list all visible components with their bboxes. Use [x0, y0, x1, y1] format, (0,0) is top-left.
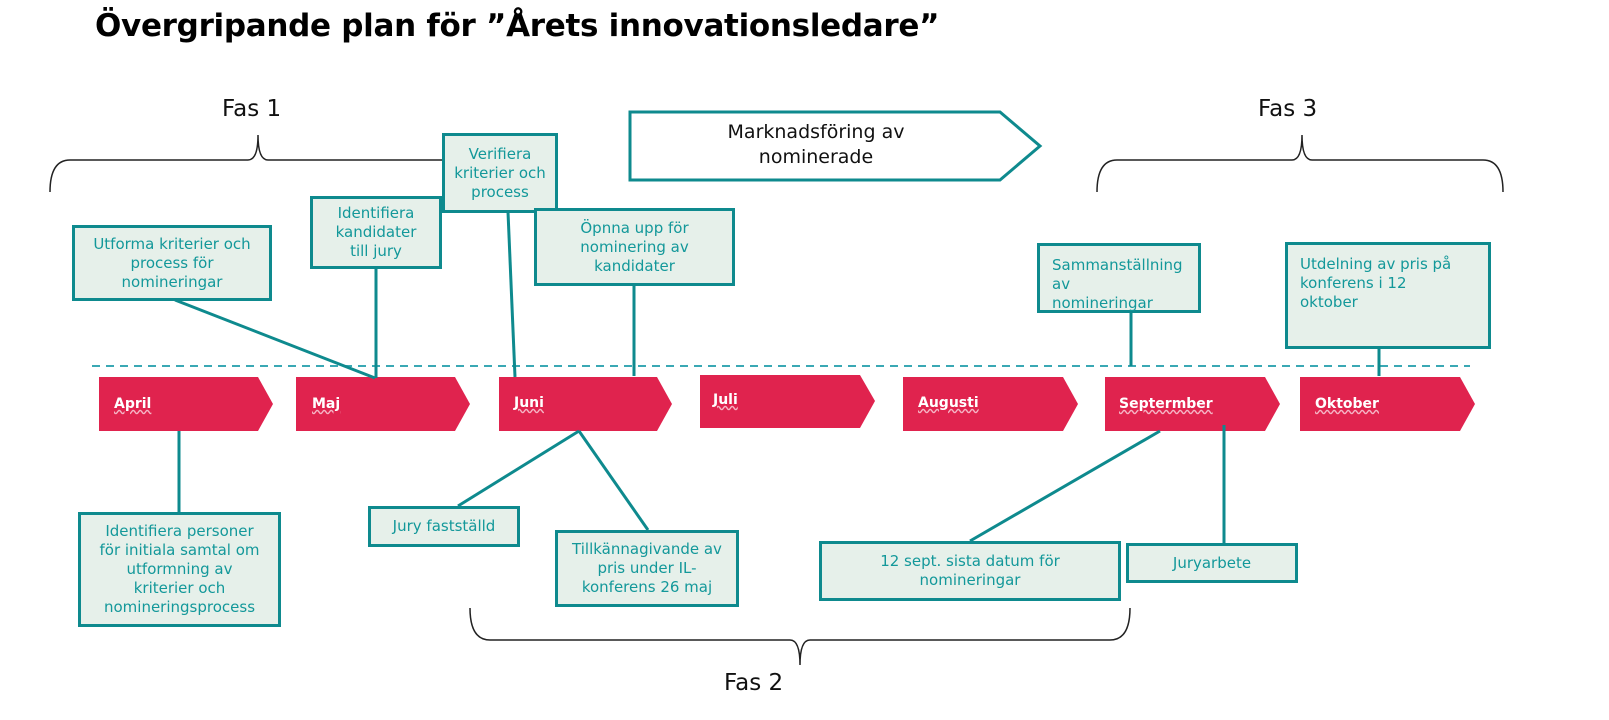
fas3-bracket — [1096, 134, 1504, 193]
month-arrow-oktober — [1300, 377, 1475, 431]
box-jury-faststalld: Jury fastställd — [368, 506, 520, 547]
box-utdelning-pris: Utdelning av pris på konferens i 12 okto… — [1285, 242, 1491, 349]
fas1-bracket — [49, 134, 445, 193]
month-label-juli: Juli — [713, 392, 738, 408]
box-identifiera-personer: Identifiera personer för initiala samtal… — [78, 512, 281, 627]
box-verifiera-kriterier: Verifiera kriterier och process — [442, 133, 558, 213]
phase-label-fas3: Fas 3 — [1258, 96, 1318, 122]
connector — [506, 211, 517, 378]
month-arrow-april — [99, 377, 273, 431]
box-utforma-kriterier: Utforma kriterier och process för nomine… — [72, 225, 272, 301]
month-label-augusti: Augusti — [918, 395, 979, 411]
month-label-juni: Juni — [514, 395, 544, 411]
phase-label-fas1: Fas 1 — [222, 96, 282, 122]
box-sammanstallning: Sammanställning av nomineringar — [1037, 243, 1201, 313]
month-label-april: April — [114, 396, 152, 412]
month-arrow-september — [1105, 377, 1280, 431]
box-identifiera-kandidater: Identifiera kandidater till jury — [310, 196, 442, 269]
marketing-label: Marknadsföring av nominerade — [727, 121, 905, 168]
connector — [969, 429, 1161, 543]
month-arrow-juli — [700, 375, 875, 428]
box-sista-datum: 12 sept. sista datum för nomineringar — [819, 541, 1121, 601]
month-arrow-maj — [296, 377, 470, 431]
month-label-maj: Maj — [312, 396, 341, 412]
box-tillkannagivande: Tillkännagivande av pris under IL- konfe… — [555, 530, 739, 607]
connector — [457, 429, 580, 508]
marketing-arrow — [628, 110, 1043, 182]
month-label-september: Septermber — [1119, 396, 1213, 412]
fas2-bracket — [469, 607, 1131, 666]
page-title: Övergripande plan för ”Årets innovations… — [95, 8, 940, 44]
month-label-oktober: Oktober — [1315, 396, 1379, 412]
connector — [577, 430, 650, 531]
phase-label-fas2: Fas 2 — [724, 670, 784, 696]
connector — [174, 298, 376, 380]
box-oppna-nominering: Öpnna upp för nominering av kandidater — [534, 208, 735, 286]
box-juryarbete: Juryarbete — [1126, 543, 1298, 583]
month-arrow-augusti — [903, 377, 1078, 431]
month-arrow-juni — [499, 377, 672, 431]
